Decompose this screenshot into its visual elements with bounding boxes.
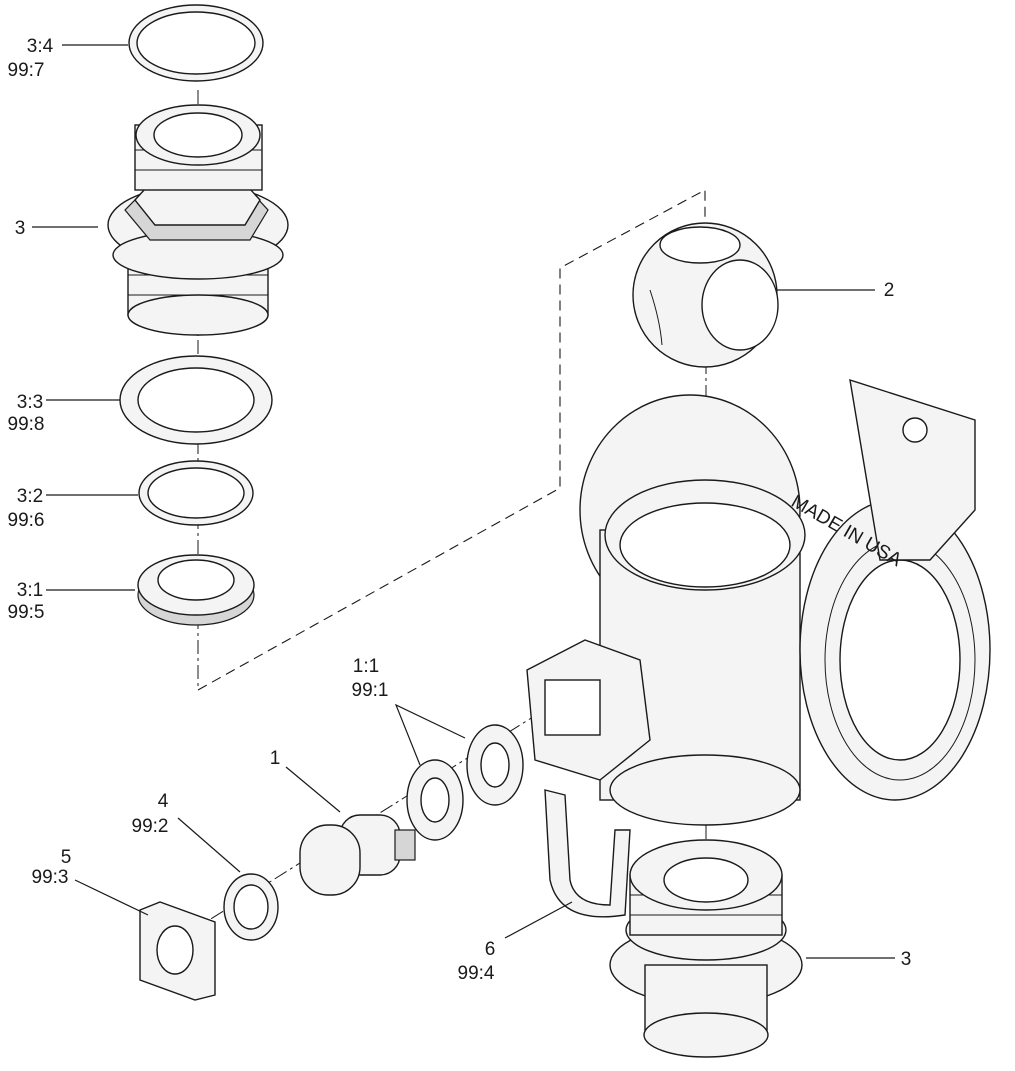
callout-1-1-line1: 1:1: [353, 656, 379, 677]
ball-2: [632, 222, 779, 368]
callout-6-line2: 99:4: [458, 963, 495, 984]
callout-3-1-line1: 3:1: [17, 580, 43, 601]
callout-3-bottom: 3: [901, 949, 912, 970]
stem-1: [299, 814, 416, 896]
callout-3-3-line1: 3:3: [17, 392, 43, 413]
callout-4-line2: 99:2: [132, 816, 169, 837]
callout-1: 1: [270, 748, 281, 769]
callout-5-line1: 5: [61, 847, 72, 868]
washer-1-1-b: [406, 759, 464, 841]
o-ring-3-4: [128, 4, 264, 82]
o-ring-3-2: [138, 460, 254, 526]
callout-2: 2: [884, 280, 895, 301]
o-ring-3-3: [119, 355, 273, 445]
clip-6: [544, 789, 631, 918]
stem-adapter: [526, 639, 651, 781]
callout-3-2-line2: 99:6: [8, 510, 45, 531]
callout-3-3-line2: 99:8: [8, 414, 45, 435]
callout-3-2-line1: 3:2: [17, 486, 43, 507]
callout-4-line1: 4: [158, 791, 169, 812]
union-fitting-bottom: [609, 839, 803, 1058]
callout-3-4-line2: 99:7: [8, 60, 45, 81]
seal-3-1: [137, 554, 255, 626]
washer-4: [223, 873, 279, 941]
callout-1-1-line2: 99:1: [352, 680, 389, 701]
callout-5-line2: 99:3: [32, 867, 69, 888]
union-fitting-top: [107, 104, 289, 336]
valve-body: MADE IN USA: [579, 378, 991, 826]
nut-5: [139, 901, 216, 1001]
callout-6-line1: 6: [485, 939, 496, 960]
callout-3-4-line1: 3:4: [27, 36, 54, 57]
callout-labels: 3:4 99:7 3 3:3 99:8 3:2 99:6 3:1 99:5 2 …: [8, 36, 912, 984]
leader-lines: [32, 44, 895, 959]
washer-1-1-a: [466, 724, 524, 806]
callout-3-1-line2: 99:5: [8, 602, 45, 623]
callout-3-top: 3: [15, 218, 26, 239]
